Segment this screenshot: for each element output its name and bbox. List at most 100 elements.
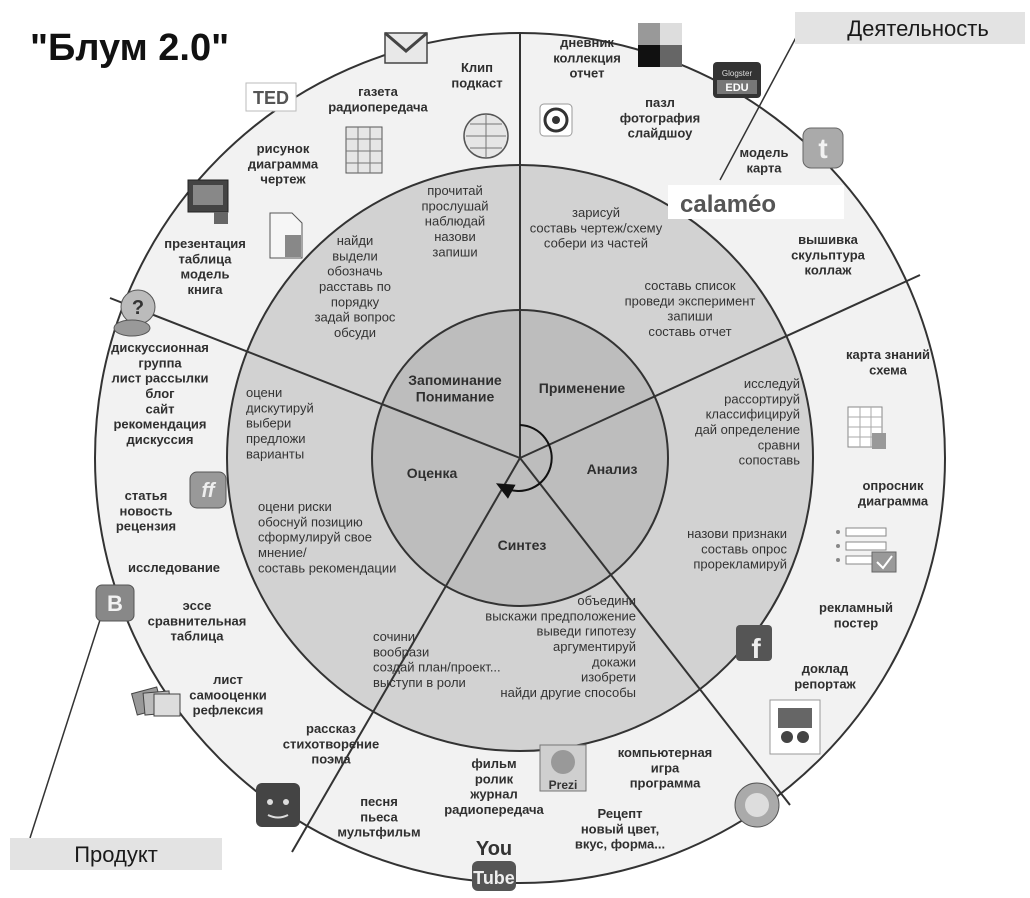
text-line: коллекция (553, 50, 621, 65)
text-line: диаграмма (858, 493, 929, 508)
table-chart-icon (847, 406, 886, 449)
text-line: доклад (802, 661, 849, 676)
core-apply: Применение (539, 380, 626, 396)
photo-stack-icon (130, 686, 181, 717)
group-circle-icon (734, 782, 780, 828)
spreadsheet-icon (345, 126, 383, 174)
product-callout: Продукт (74, 842, 158, 867)
text-line: выбери (246, 416, 291, 431)
text-line: выведи гипотезу (537, 624, 637, 639)
text-line: Клип (461, 60, 493, 75)
ted-logo-text: TED (253, 88, 289, 108)
text-line: зарисуй (572, 205, 620, 220)
text-line: рекламный (819, 600, 893, 615)
text-line: назови признаки (687, 526, 787, 541)
text-line: сопоставь (739, 453, 801, 468)
divider-upper-left (109, 297, 521, 459)
text-line: репортаж (794, 676, 856, 691)
text-line: мультфильм (337, 825, 420, 840)
text-line: Рецепт (597, 806, 642, 821)
text-line: запиши (432, 244, 477, 259)
text-line: схема (869, 362, 907, 377)
text-line: Запоминание (408, 372, 502, 388)
text-line: дневник (560, 35, 614, 50)
twitter-logo-text: t (818, 133, 827, 164)
text-line: составь чертеж/схему (530, 220, 663, 235)
prezi-logo-icon: Prezi (539, 744, 587, 792)
svg-text:?: ? (132, 297, 144, 319)
text-line: сайт (146, 401, 175, 416)
text-line: группа (138, 355, 182, 370)
text-line: карта (746, 160, 782, 175)
youtube-logo-icon: You Tube (472, 838, 516, 891)
text-line: модель (740, 145, 789, 160)
text-line: прослушай (421, 198, 488, 213)
question-bubble-icon: ? (113, 289, 156, 337)
text-line: дискуссионная (111, 340, 209, 355)
products-research: исследование (128, 560, 220, 575)
text-line: новость (120, 503, 173, 518)
text-line: сочини (373, 629, 415, 644)
facebook-icon: f (736, 625, 772, 664)
friendfeed-logo-text: ff (202, 480, 217, 502)
text-line: опросник (862, 478, 924, 493)
glogster-edu-text: EDU (725, 82, 748, 94)
text-line: сравни (758, 437, 800, 452)
text-line: мнение/ (258, 545, 307, 560)
text-line: статья (125, 488, 168, 503)
text-line: таблица (179, 251, 233, 266)
text-line: обсуди (334, 325, 376, 340)
text-line: фотография (620, 110, 701, 125)
activity-callout-line (719, 29, 801, 181)
text-line: дискутируй (246, 400, 314, 415)
text-line: прорекламируй (693, 557, 787, 572)
text-line: книга (188, 282, 224, 297)
text-line: оцени риски (258, 499, 332, 514)
text-line: новый цвет, (581, 821, 659, 836)
text-line: докажи (592, 654, 636, 669)
text-line: блог (145, 386, 175, 401)
divider-lower-right (519, 457, 791, 806)
text-line: рисунок (257, 141, 310, 156)
text-line: рассказ (306, 721, 357, 736)
text-line: песня (360, 794, 398, 809)
text-line: диаграмма (248, 156, 319, 171)
text-line: фильм (471, 756, 516, 771)
text-line: вообрази (373, 644, 429, 659)
scratch-cat-icon (256, 783, 300, 827)
text-line: пазл (645, 95, 675, 110)
text-line: порядку (331, 294, 380, 309)
text-line: подкаст (451, 75, 502, 90)
text-line: компьютерная (618, 745, 713, 760)
text-line: расставь по (319, 279, 391, 294)
wikipedia-globe-icon (463, 113, 509, 159)
text-line: радиопередача (444, 802, 544, 817)
picasa-icon (539, 103, 573, 137)
text-line: программа (630, 776, 701, 791)
core-analyze: Анализ (587, 461, 638, 477)
text-line: модель (181, 267, 230, 282)
text-line: сформулируй свое (258, 530, 372, 545)
text-line: презентация (164, 236, 246, 251)
text-line: эссе (183, 598, 212, 613)
glogster-logo-icon: Glogster EDU (713, 62, 761, 98)
